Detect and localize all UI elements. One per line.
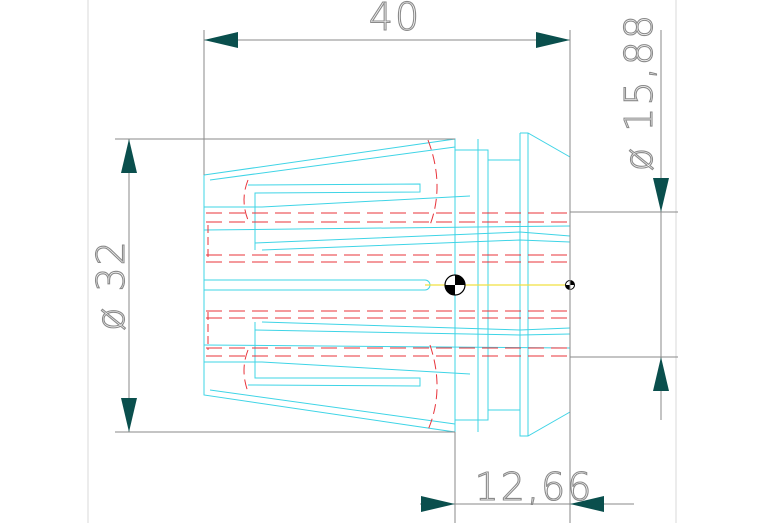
- dimension-nose-length: 12,66: [420, 432, 634, 523]
- nose-length-value: 12,66: [475, 465, 594, 509]
- dimension-outer-diameter: ø 32: [88, 138, 455, 433]
- dimension-length: 40: [203, 0, 571, 523]
- outer-diameter-value: ø 32: [89, 239, 133, 331]
- sheet-frame: [87, 0, 677, 523]
- dimension-bore-diameter: ø 15,88: [570, 12, 678, 420]
- length-value: 40: [369, 0, 421, 39]
- bore-diameter-value: ø 15,88: [617, 13, 661, 171]
- center-of-gravity-icon: [444, 274, 466, 296]
- hidden-bore-lines: [206, 139, 570, 431]
